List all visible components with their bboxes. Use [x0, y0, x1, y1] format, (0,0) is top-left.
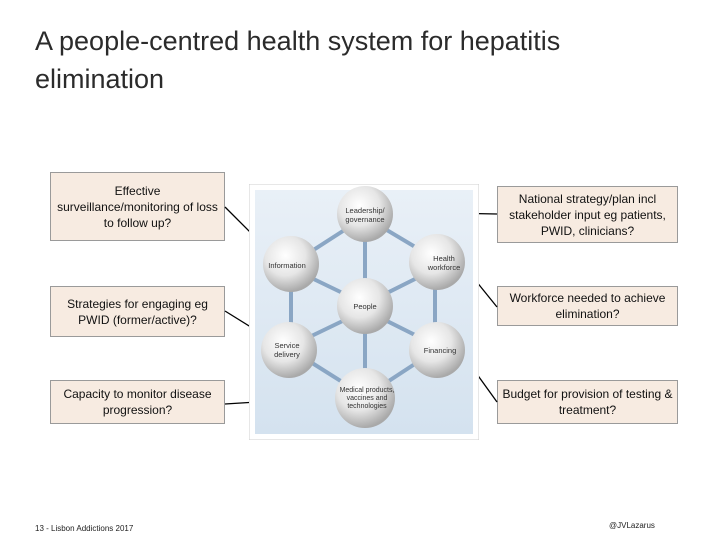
strategy-box: National strategy/plan incl stakeholder …: [497, 186, 678, 243]
health-system-diagram: Leadership/ governance Information Healt…: [248, 183, 480, 441]
capacity-box: Capacity to monitor disease progression?: [50, 380, 225, 424]
sphere-medical-products: Medical products, vaccines and technolog…: [335, 368, 395, 428]
label-people: People: [353, 302, 376, 311]
health-system-svg: Leadership/ governance Information Healt…: [248, 183, 480, 441]
page-title: A people-centred health system for hepat…: [35, 26, 561, 94]
label-leadership-1: Leadership/: [345, 206, 385, 215]
sphere-people: People: [337, 278, 393, 334]
label-medical-1: Medical products,: [340, 387, 395, 394]
budget-box: Budget for provision of testing & treatm…: [497, 380, 678, 424]
sphere-health-workforce: Health workforce: [409, 234, 465, 290]
label-service-delivery-1: Service: [274, 341, 299, 350]
label-medical-3: technologies: [347, 403, 387, 410]
label-financing: Financing: [424, 346, 457, 355]
sphere-information: Information: [263, 236, 319, 292]
engaging-box: Strategies for engaging eg PWID (former/…: [50, 286, 225, 337]
sphere-leadership: Leadership/ governance: [337, 186, 393, 242]
sphere-financing: Financing: [409, 322, 465, 378]
label-health-workforce-1: Health: [433, 254, 455, 263]
footer-handle: @JVLazarus: [609, 521, 655, 530]
label-information: Information: [268, 261, 306, 270]
label-leadership-2: governance: [345, 215, 384, 224]
sphere-service-delivery: Service delivery: [261, 322, 317, 378]
label-medical-2: vaccines and: [347, 395, 388, 402]
surveillance-box: Effective surveillance/monitoring of los…: [50, 172, 225, 241]
workforce-box: Workforce needed to achieve elimination?: [497, 286, 678, 326]
label-service-delivery-2: delivery: [274, 350, 300, 359]
footer-slide-number: 13 - Lisbon Addictions 2017: [35, 524, 134, 533]
label-health-workforce-2: workforce: [427, 263, 461, 272]
